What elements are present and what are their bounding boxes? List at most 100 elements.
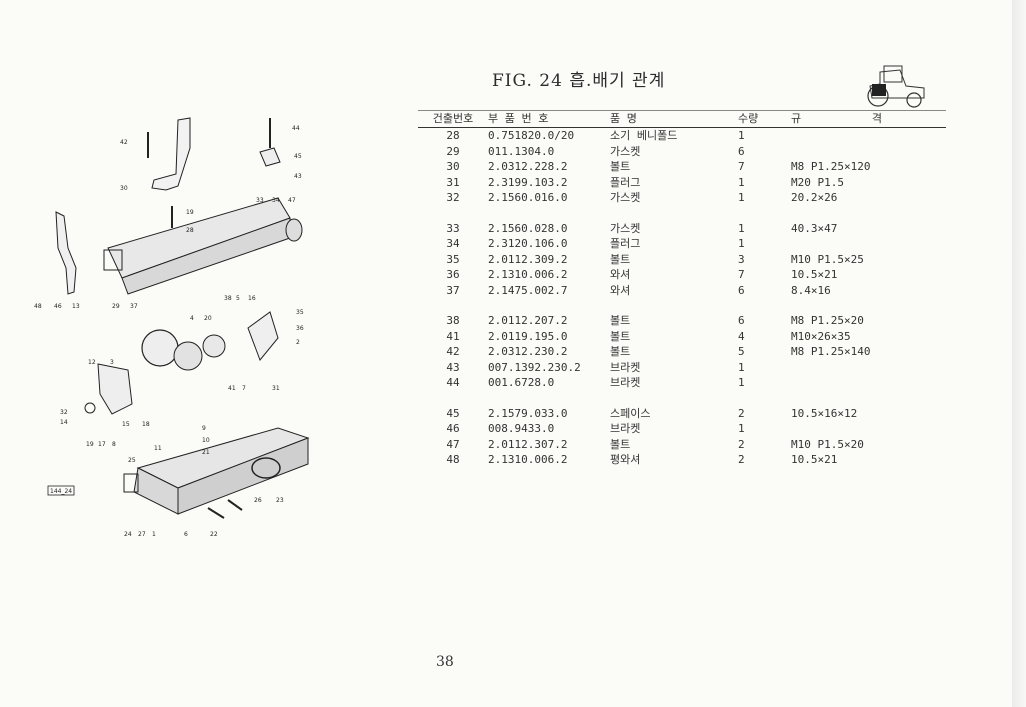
cell-spec: 8.4×16	[791, 283, 831, 297]
callout-label: 32	[60, 409, 68, 416]
cell-item-no: 42	[446, 345, 460, 358]
callout-label: 30	[120, 185, 128, 192]
cell-name: 볼트	[610, 329, 631, 343]
cell-qty: 1	[738, 422, 745, 435]
header-part-no: 부 품 번 호	[488, 112, 549, 125]
cell-spec: 10.5×16×12	[791, 406, 858, 420]
cell-qty: 7	[738, 268, 745, 281]
cell-part-no: 007.1392.230.2	[488, 360, 581, 374]
cell-part-no: 2.0119.195.0	[488, 329, 568, 343]
cell-spec: 40.3×47	[791, 221, 838, 235]
callout-label: 27	[138, 531, 146, 538]
cell-spec: M8 P1.25×120	[791, 160, 871, 173]
callout-label: 35	[296, 309, 304, 316]
cell-part-no: 2.1310.006.2	[488, 268, 568, 281]
table-row: 43 007.1392.230.2 브라켓 1	[418, 360, 946, 376]
cell-item-no: 30	[446, 160, 460, 173]
cell-qty: 1	[738, 175, 745, 189]
cell-item-no: 46	[446, 422, 460, 435]
cell-name: 평와셔	[610, 453, 641, 466]
cell-qty: 1	[738, 191, 745, 204]
cell-part-no: 2.0112.307.2	[488, 437, 568, 451]
cell-spec: M10 P1.5×20	[791, 437, 864, 451]
callout-label: 37	[130, 303, 138, 310]
cell-spec	[791, 236, 946, 252]
cell-spec: 20.2×26	[791, 191, 838, 204]
callout-label: 14	[60, 419, 68, 426]
cell-part-no: 2.0312.230.2	[488, 345, 568, 358]
cell-name: 볼트	[610, 314, 631, 327]
cell-spec	[791, 421, 946, 437]
cell-qty: 6	[738, 314, 745, 327]
cell-item-no: 47	[446, 437, 460, 451]
cell-qty: 2	[738, 437, 745, 451]
cell-qty: 5	[738, 345, 745, 358]
page-title: FIG. 24 흡.배기 관계	[492, 71, 666, 91]
cell-spec: M20 P1.5	[791, 175, 844, 189]
callout-label: 7	[242, 385, 246, 392]
cell-name: 브라켓	[610, 360, 641, 374]
cell-item-no: 45	[446, 406, 460, 420]
callout-label: 9	[202, 425, 206, 432]
callout-label: 19	[86, 441, 94, 448]
cell-item-no: 38	[446, 314, 460, 327]
cell-item-no: 44	[446, 376, 460, 389]
header-spec-b: 격	[871, 112, 882, 125]
cell-item-no: 36	[446, 268, 460, 281]
cell-name: 소기 베니폴드	[610, 129, 678, 142]
cell-item-no: 34	[446, 237, 460, 250]
cell-name: 와셔	[610, 283, 631, 297]
cell-part-no: 2.3199.103.2	[488, 175, 568, 189]
header-item-no: 건출번호	[432, 112, 474, 125]
cell-part-no: 008.9433.0	[488, 422, 555, 435]
cell-qty: 1	[738, 360, 745, 374]
callout-label: 21	[202, 449, 210, 456]
cell-item-no: 29	[446, 144, 460, 158]
cell-qty: 2	[738, 406, 745, 420]
cell-spec	[791, 375, 946, 391]
cell-qty: 7	[738, 160, 745, 173]
cell-name: 플러그	[610, 175, 641, 189]
cell-spec: M8 P1.25×20	[791, 314, 864, 327]
callout-label: 25	[128, 457, 136, 464]
callout-label: 28	[186, 227, 194, 234]
cell-name: 볼트	[610, 252, 631, 266]
table-row: 38 2.0112.207.2 볼트 6 M8 P1.25×20	[418, 313, 946, 329]
callout-label: 29	[112, 303, 120, 310]
cell-spec: M8 P1.25×140	[791, 345, 871, 358]
cell-qty: 1	[738, 221, 745, 235]
exploded-parts-diagram: 42 44 45 43 30 19 28 33 34 47 48 46 13 2…	[34, 117, 310, 538]
cell-item-no: 41	[446, 329, 460, 343]
cell-qty: 1	[738, 129, 745, 142]
cell-part-no: 2.0112.207.2	[488, 314, 568, 327]
cell-item-no: 31	[446, 175, 460, 189]
cell-item-no: 32	[446, 191, 460, 204]
callout-label: 38	[224, 295, 232, 302]
cell-qty: 3	[738, 252, 745, 266]
cell-name: 볼트	[610, 160, 631, 173]
cell-spec	[791, 128, 946, 144]
page-number: 38	[436, 654, 454, 670]
callout-label: 47	[288, 197, 296, 204]
callout-label: 6	[184, 531, 188, 538]
cell-item-no: 43	[446, 360, 460, 374]
callout-label: 13	[72, 303, 80, 310]
callout-label: 12	[88, 359, 96, 366]
callout-label: 20	[204, 315, 212, 322]
cell-qty: 1	[738, 237, 745, 250]
callout-label: 19	[186, 209, 194, 216]
callout-label: 33	[256, 197, 264, 204]
callout-label: 17	[98, 441, 106, 448]
cell-name: 가스켓	[610, 221, 641, 235]
cell-item-no: 37	[446, 283, 460, 297]
callout-label: 11	[154, 445, 162, 452]
